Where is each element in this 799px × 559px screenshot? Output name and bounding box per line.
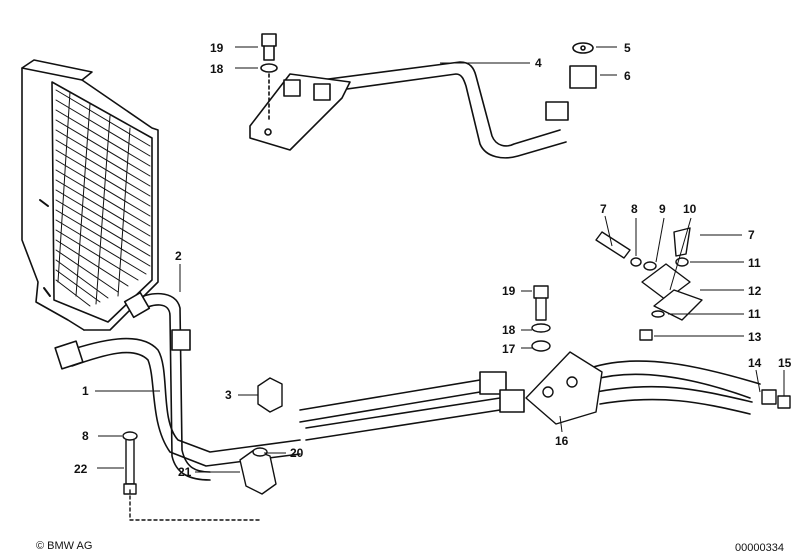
callout-18-top: 18 bbox=[210, 62, 224, 76]
callout-5: 5 bbox=[624, 41, 631, 55]
clamp-drawing bbox=[122, 377, 283, 521]
copyright-text: © BMW AG bbox=[36, 540, 92, 552]
callout-1: 1 bbox=[82, 384, 89, 398]
callout-7-right: 7 bbox=[748, 228, 755, 242]
oil-hoses-drawing bbox=[54, 291, 761, 481]
callout-20: 20 bbox=[290, 446, 304, 460]
oil-pipe-drawing bbox=[249, 33, 597, 159]
oil-cooler-drawing bbox=[21, 59, 159, 331]
callout-7-left: 7 bbox=[600, 202, 607, 216]
callout-11-upper: 11 bbox=[748, 256, 761, 270]
callout-labels: 19 18 5 4 6 2 7 8 9 10 7 11 12 11 13 19 … bbox=[74, 41, 792, 479]
diagram-number: 00000334 bbox=[735, 542, 784, 554]
callout-4: 4 bbox=[535, 56, 542, 70]
callout-9: 9 bbox=[659, 202, 666, 216]
callout-17: 17 bbox=[502, 342, 516, 356]
callout-10: 10 bbox=[683, 202, 697, 216]
callout-22: 22 bbox=[74, 462, 88, 476]
callout-12: 12 bbox=[748, 284, 762, 298]
callout-6: 6 bbox=[624, 69, 631, 83]
callout-3: 3 bbox=[225, 388, 232, 402]
callout-8-right: 8 bbox=[631, 202, 638, 216]
callout-21: 21 bbox=[178, 465, 192, 479]
callout-18-middle: 18 bbox=[502, 323, 516, 337]
callout-leaders bbox=[95, 46, 785, 473]
callout-11-lower: 11 bbox=[748, 307, 761, 321]
callout-8-left: 8 bbox=[82, 429, 89, 443]
mount-plate-drawing bbox=[525, 285, 791, 425]
callout-16: 16 bbox=[555, 434, 569, 448]
bracket-drawing bbox=[595, 227, 703, 341]
callout-2: 2 bbox=[175, 249, 182, 263]
callout-15: 15 bbox=[778, 356, 792, 370]
callout-19-top: 19 bbox=[210, 41, 224, 55]
callout-14: 14 bbox=[748, 356, 762, 370]
callout-13: 13 bbox=[748, 330, 762, 344]
callout-19-middle: 19 bbox=[502, 284, 516, 298]
